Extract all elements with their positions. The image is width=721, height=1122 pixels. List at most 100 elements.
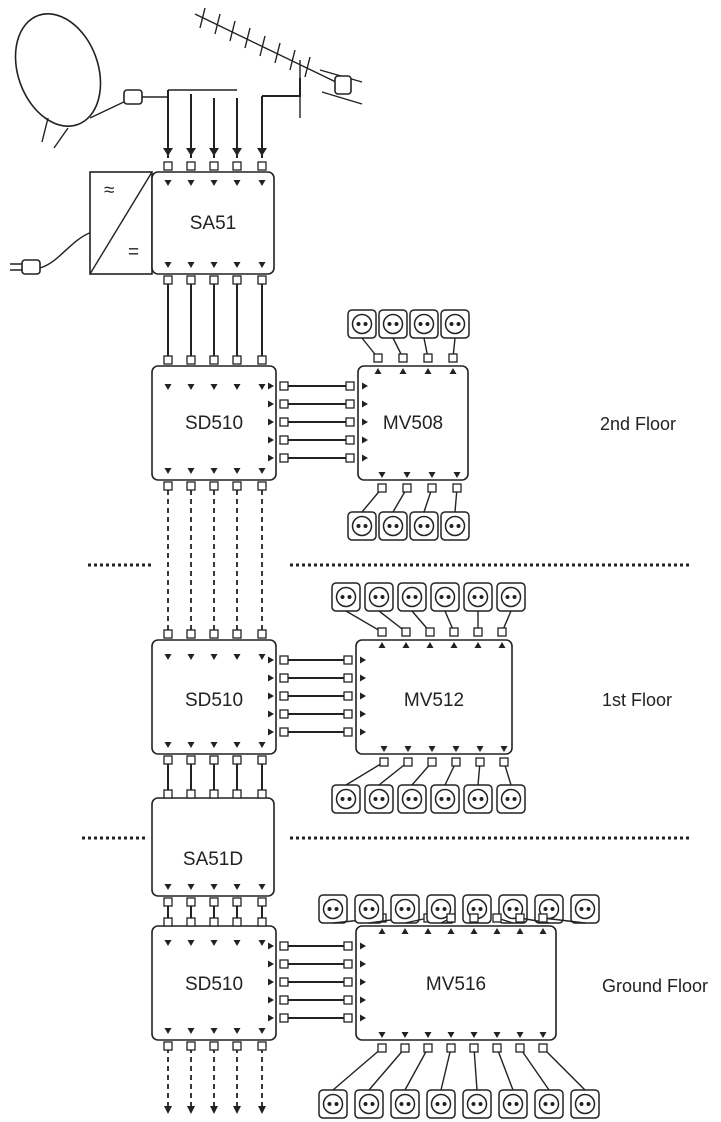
signal-arrow [233, 1106, 241, 1114]
signal-arrow [187, 384, 195, 390]
f-connector [232, 917, 242, 927]
f-connector [492, 1043, 502, 1053]
f-connector [186, 755, 196, 765]
tv-outlet-icon [498, 1089, 528, 1119]
f-connector [279, 399, 289, 409]
signal-arrow [268, 436, 274, 444]
tv-outlet-icon [440, 511, 470, 541]
f-connector [163, 897, 173, 907]
f-connector [538, 913, 548, 923]
f-connector [279, 655, 289, 665]
signal-arrow [268, 692, 274, 700]
tv-outlet-icon [496, 784, 526, 814]
tv-outlet-icon [364, 784, 394, 814]
signal-arrow [268, 942, 274, 950]
sd510-bottom: SD510 [151, 925, 277, 1041]
signal-arrow [447, 1032, 455, 1038]
signal-arrow [187, 742, 195, 748]
f-connector [186, 629, 196, 639]
signal-arrow [362, 382, 368, 390]
signal-arrow [187, 262, 195, 268]
f-connector [209, 789, 219, 799]
f-connector [400, 1043, 410, 1053]
tv-outlet-icon [378, 511, 408, 541]
signal-arrow [360, 960, 366, 968]
f-connector [492, 913, 502, 923]
tv-outlet-icon [331, 784, 361, 814]
signal-arrow [233, 384, 241, 390]
signal-arrow [470, 1032, 478, 1038]
signal-arrow [164, 468, 172, 474]
f-connector [279, 1013, 289, 1023]
f-connector [343, 959, 353, 969]
f-connector [232, 481, 242, 491]
signal-arrow [268, 454, 274, 462]
f-connector [232, 1041, 242, 1051]
f-connector [423, 1043, 433, 1053]
signal-arrow [258, 940, 266, 946]
signal-arrow [210, 654, 218, 660]
outlet-cable [378, 761, 409, 786]
signal-arrow [378, 472, 386, 478]
f-connector [279, 977, 289, 987]
signal-arrow [453, 472, 461, 478]
f-connector [209, 481, 219, 491]
tv-outlet-icon [390, 1089, 420, 1119]
f-connector [232, 275, 242, 285]
outlet-cable [368, 1047, 406, 1091]
signal-arrow [498, 642, 506, 648]
f-connector [232, 789, 242, 799]
f-connector [163, 355, 173, 365]
signal-arrow [428, 472, 436, 478]
signal-arrow [268, 978, 274, 986]
signal-arrow [233, 742, 241, 748]
signal-arrow [210, 180, 218, 186]
signal-arrow [450, 642, 458, 648]
signal-arrow [258, 384, 266, 390]
outlet-cable [473, 1047, 478, 1091]
signal-arrow [210, 262, 218, 268]
signal-arrow [233, 468, 241, 474]
signal-arrow [402, 642, 410, 648]
f-connector [343, 995, 353, 1005]
f-connector [257, 755, 267, 765]
signal-arrow [258, 1028, 266, 1034]
signal-arrow [360, 942, 366, 950]
floor-label-first: 1st Floor [602, 690, 672, 710]
sa51-multiswitch: ≈ = SA51 [89, 171, 275, 275]
signal-arrow [403, 472, 411, 478]
f-connector [209, 629, 219, 639]
f-connector [257, 355, 267, 365]
f-connector [209, 161, 219, 171]
f-connector [186, 1041, 196, 1051]
signal-arrow [164, 262, 172, 268]
trunk-wiring [163, 161, 267, 1114]
signal-arrow [164, 180, 172, 186]
signal-arrow [360, 692, 366, 700]
f-connector [279, 673, 289, 683]
outlet-cable [332, 1047, 383, 1091]
tv-outlet-icon [440, 309, 470, 339]
sd510-bottom-label: SD510 [185, 974, 243, 995]
tv-outlet-icon [570, 1089, 600, 1119]
signal-arrow [164, 940, 172, 946]
f-connector [452, 483, 462, 493]
signal-arrow [447, 928, 455, 934]
signal-arrow [268, 674, 274, 682]
f-connector [377, 483, 387, 493]
floor-label-ground: Ground Floor [602, 976, 708, 996]
f-connector [473, 627, 483, 637]
f-connector [186, 897, 196, 907]
signal-arrow [164, 1106, 172, 1114]
signal-arrow [187, 940, 195, 946]
sd510-top-label: SD510 [185, 413, 243, 434]
f-connector [398, 353, 408, 363]
f-connector [279, 995, 289, 1005]
tv-outlets [318, 309, 600, 1119]
signal-arrow [187, 180, 195, 186]
f-connector [186, 275, 196, 285]
f-connector [232, 355, 242, 365]
f-connector [538, 1043, 548, 1053]
signal-arrow [268, 400, 274, 408]
signal-arrow [164, 742, 172, 748]
